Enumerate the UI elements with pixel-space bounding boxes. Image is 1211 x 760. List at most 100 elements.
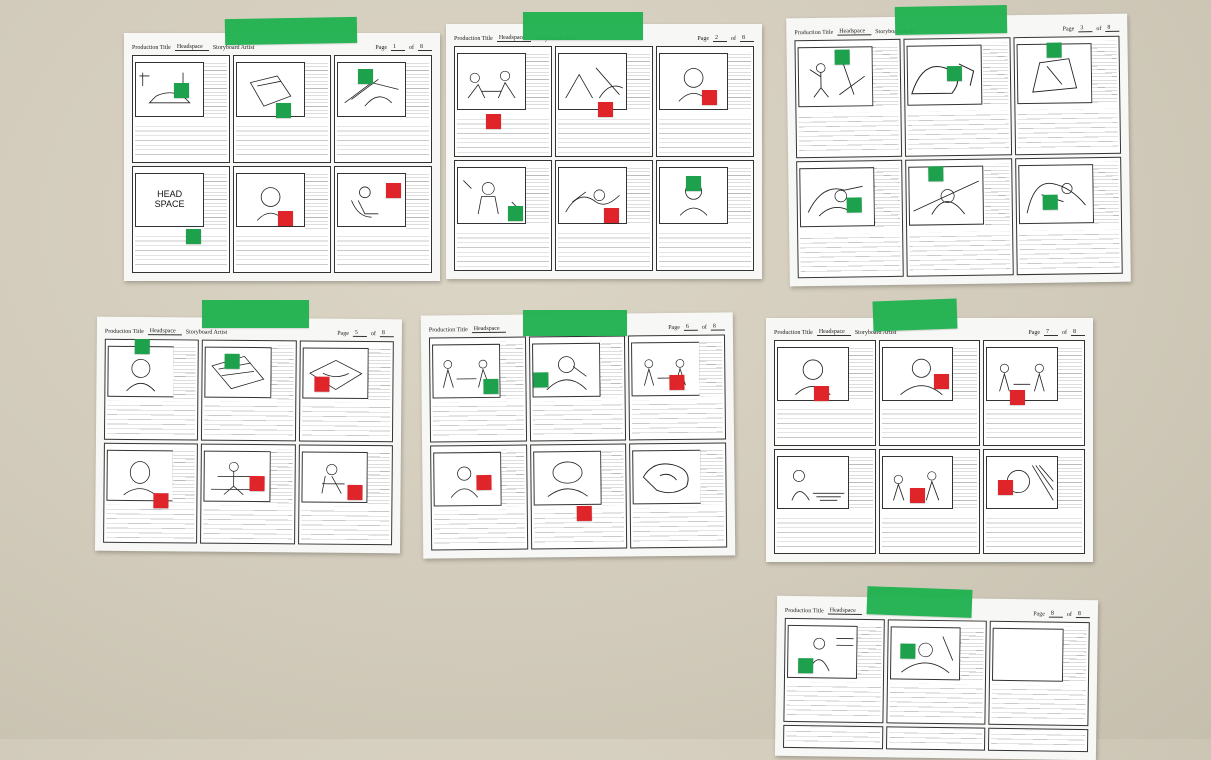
of-label: of	[370, 331, 376, 338]
page-number: 1	[391, 44, 405, 51]
red-sticky-note	[486, 114, 501, 129]
green-tape	[224, 16, 358, 46]
production-title-label: Production Title	[428, 327, 468, 334]
red-sticky-note	[249, 476, 265, 492]
production-title-label: Production Title	[454, 36, 493, 42]
total-pages: 8	[1071, 329, 1085, 336]
green-sticky-note	[1046, 42, 1062, 58]
storyboard-panel	[1014, 156, 1123, 276]
red-sticky-note	[702, 90, 717, 105]
red-sticky-note	[934, 374, 949, 389]
green-sticky-note	[900, 643, 916, 659]
green-sticky-note	[508, 206, 523, 221]
page-number: 3	[1078, 25, 1093, 33]
storyboard-panel	[629, 442, 728, 549]
storyboard-artist-label: Storyboard Artist	[854, 330, 897, 336]
production-title-value: Headspace	[174, 44, 209, 51]
page-label: Page	[337, 330, 349, 337]
storyboard-panel	[796, 159, 905, 279]
panel-grid	[794, 35, 1123, 279]
storyboard-sheet-7: Production Title Headspace Storyboard Ar…	[766, 318, 1093, 562]
red-sticky-note	[910, 488, 925, 503]
storyboard-sheet-2: Production Title Headspace Storyboard Ar…	[446, 24, 762, 279]
page-label: Page	[375, 45, 387, 51]
green-tape	[894, 5, 1008, 35]
production-title-label: Production Title	[104, 328, 144, 336]
page-number: 2	[713, 35, 727, 42]
storyboard-panel	[983, 448, 1085, 554]
production-title-value: Headspace	[471, 325, 506, 334]
production-title-value: Headspace	[816, 329, 851, 336]
page-number: 5	[352, 329, 367, 338]
green-sticky-note	[224, 353, 240, 369]
storyboard-panel	[983, 340, 1085, 446]
page-number: 6	[683, 323, 698, 331]
green-sticky-note	[834, 49, 850, 65]
red-sticky-note	[153, 493, 169, 509]
total-pages: 8	[418, 44, 432, 51]
green-sticky-note	[686, 176, 701, 191]
green-sticky-note	[1042, 194, 1058, 210]
red-sticky-note	[386, 183, 401, 198]
storyboard-panel	[528, 335, 627, 442]
red-sticky-note	[998, 480, 1013, 495]
red-sticky-note	[278, 211, 293, 226]
storyboard-artist-label: Storyboard Artist	[185, 329, 228, 336]
storyboard-sheet-5: Production Title Headspace Storyboard Ar…	[94, 316, 403, 554]
red-sticky-note	[476, 474, 492, 491]
page-label: Page	[1033, 611, 1045, 618]
production-title-label: Production Title	[794, 29, 834, 37]
storyboard-panel	[1013, 35, 1122, 155]
production-title-label: Production Title	[132, 45, 171, 51]
of-label: of	[409, 45, 414, 51]
sheet-header: Production Title Headspace Storyboard Ar…	[132, 39, 432, 51]
total-pages: 8	[1105, 24, 1120, 32]
storyboard-panel	[774, 448, 876, 554]
green-sticky-note	[276, 103, 291, 118]
green-tape	[202, 300, 309, 328]
green-tape	[523, 310, 627, 336]
storyboard-panel	[428, 336, 527, 443]
panel-grid	[774, 340, 1085, 554]
green-tape	[872, 298, 958, 332]
of-label: of	[1062, 330, 1067, 336]
green-sticky-note	[358, 69, 373, 84]
panel-grid	[454, 46, 754, 271]
storyboard-panel	[555, 46, 653, 157]
production-title-value: Headspace	[496, 35, 531, 42]
storyboard-panel	[103, 442, 199, 544]
green-tape	[523, 12, 643, 40]
page-number: 7	[1044, 329, 1058, 336]
total-pages: 8	[379, 330, 394, 338]
panel-grid	[103, 338, 394, 546]
storyboard-panel	[334, 165, 432, 273]
green-tape	[866, 586, 973, 618]
green-sticky-note	[928, 166, 944, 182]
storyboard-panel	[103, 338, 200, 441]
total-pages: 8	[1075, 610, 1090, 619]
storyboard-panel	[783, 724, 883, 750]
production-title-value: Headspace	[837, 28, 872, 36]
red-sticky-note	[347, 484, 363, 500]
storyboard-panel-empty	[988, 620, 1090, 727]
green-sticky-note	[174, 83, 189, 98]
red-sticky-note	[576, 505, 592, 522]
total-pages: 8	[710, 323, 725, 331]
of-label: of	[731, 36, 736, 42]
storyboard-panel	[905, 157, 1014, 277]
total-pages: 8	[740, 35, 754, 42]
panel-grid	[428, 334, 728, 551]
green-sticky-note	[483, 378, 499, 394]
storyboard-panel	[656, 46, 754, 157]
of-label: of	[1096, 25, 1102, 33]
red-sticky-note	[314, 376, 330, 392]
storyboard-panel	[988, 727, 1089, 753]
storyboard-panel	[132, 55, 230, 163]
green-sticky-note	[533, 372, 549, 388]
storyboard-panel	[794, 38, 903, 158]
storyboard-panel	[334, 55, 432, 163]
page-label: Page	[668, 324, 680, 332]
